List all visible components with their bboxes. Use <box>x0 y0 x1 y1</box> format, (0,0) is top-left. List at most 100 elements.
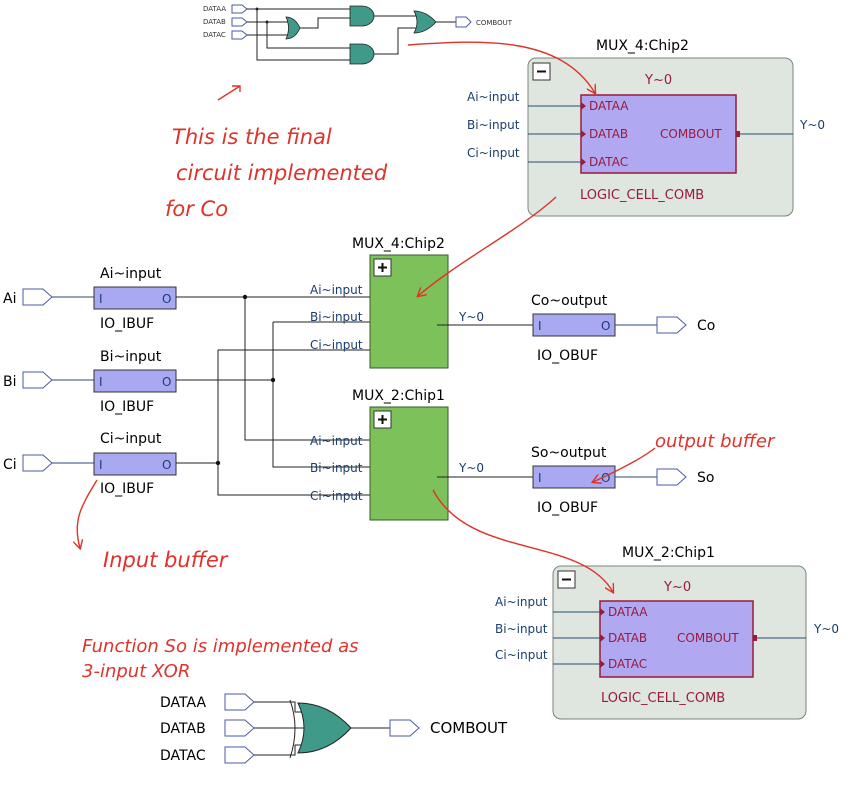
xor-in-datab-label: DATAB <box>160 721 206 737</box>
mux2-block[interactable]: MUX_2:Chip1 Ai~input Bi~input Ci~input Y… <box>310 388 533 521</box>
note-final-line2: circuit implemented <box>176 161 388 185</box>
top-or-gate-out-icon <box>413 10 437 34</box>
xor-port-dataa-icon <box>224 693 255 711</box>
mux4-out: Y~0 <box>458 310 484 324</box>
mux2-detail-in-ci: Ci~input <box>495 648 548 662</box>
mux4-pin-combout: COMBOUT <box>660 127 722 141</box>
buffer-ai-out-pin: O <box>162 292 171 306</box>
arrow-to-mux4-block <box>418 196 557 296</box>
mux2-cell-type: LOGIC_CELL_COMB <box>601 691 725 706</box>
port-ci-label: Ci <box>3 457 17 473</box>
mux4-detail-title: MUX_4:Chip2 <box>596 38 689 54</box>
top-port-combout-icon <box>455 16 472 28</box>
mux4-in-ci: Ci~input <box>310 338 363 352</box>
buffer-bi-name: Bi~input <box>100 349 162 365</box>
top-or-gate-icon <box>285 16 301 40</box>
output-co-group: Co~output I O IO_OBUF Co <box>531 293 715 364</box>
top-in-dataa-label: DATAA <box>203 5 226 13</box>
xor-in-dataa-label: DATAA <box>160 695 206 711</box>
mux4-detail-in-ci: Ci~input <box>467 146 520 160</box>
buffer-ci[interactable] <box>93 452 177 476</box>
buffer-co-in-pin: I <box>538 319 542 333</box>
mux2-pin-datab: DATAB <box>608 631 647 645</box>
note-function-so-line1: Function So is implemented as <box>82 636 359 657</box>
mux2-detail-panel[interactable]: MUX_2:Chip1 Y~0 DATAA DATAB DATAC COMBOU… <box>495 545 839 720</box>
mux2-detail-in-bi: Bi~input <box>495 622 548 636</box>
buffer-ci-out-pin: O <box>162 458 171 472</box>
xor-port-datab-icon <box>224 719 255 737</box>
top-in-datab-label: DATAB <box>203 18 226 26</box>
mux2-in-bi: Bi~input <box>310 461 363 475</box>
arrow-to-mux4-cell <box>407 41 595 93</box>
mux4-detail-panel[interactable]: MUX_4:Chip2 Y~0 DATAA DATAB DATAC COMBOU… <box>467 38 825 217</box>
top-in-datac-label: DATAC <box>203 31 226 39</box>
mux4-pin-dataa: DATAA <box>589 99 629 113</box>
port-ai-label: Ai <box>3 291 16 307</box>
mux4-block-title: MUX_4:Chip2 <box>352 236 445 252</box>
mux2-cell-title: Y~0 <box>663 580 691 595</box>
mux4-cell-type: LOGIC_CELL_COMB <box>580 188 704 203</box>
buffer-bi-out-pin: O <box>162 375 171 389</box>
xor-port-datac-icon <box>224 746 255 764</box>
mux4-block[interactable]: MUX_4:Chip2 Ai~input Bi~input Ci~input Y… <box>310 236 533 369</box>
port-co-icon[interactable] <box>656 316 687 334</box>
mux4-detail-out: Y~0 <box>799 118 825 132</box>
mux4-pin-datab: DATAB <box>589 127 628 141</box>
output-so-group: So~output I O IO_OBUF So <box>531 445 714 516</box>
xor-out-combout-label: COMBOUT <box>430 719 508 737</box>
buffer-ci-type: IO_IBUF <box>100 481 154 497</box>
port-bi-label: Bi <box>3 374 17 390</box>
mux2-block-title: MUX_2:Chip1 <box>352 388 445 404</box>
buffer-so-in-pin: I <box>538 471 542 485</box>
port-so-icon[interactable] <box>656 468 687 486</box>
buffer-bi[interactable] <box>93 369 177 393</box>
top-port-dataa-icon <box>231 4 248 14</box>
xor-port-combout-icon <box>389 719 420 737</box>
arrow-from-ci-buffer <box>77 479 98 548</box>
mux2-logic-cell[interactable] <box>599 600 754 678</box>
buffer-co-out-pin: O <box>601 319 610 333</box>
buffer-ci-in-pin: I <box>99 458 103 472</box>
top-out-combout-label: COMBOUT <box>476 19 513 27</box>
small-arrow-icon <box>217 85 241 101</box>
buffer-ai[interactable] <box>93 286 177 310</box>
port-bi-icon[interactable] <box>22 371 53 389</box>
arrow-to-so-buffer <box>593 447 656 482</box>
routing-wires <box>176 294 370 496</box>
top-and-gate-2-icon <box>349 43 375 65</box>
mux2-pin-dataa: DATAA <box>608 605 648 619</box>
mux4-in-ai: Ai~input <box>310 283 363 297</box>
note-input-buffer: Input buffer <box>103 548 229 572</box>
mux2-detail-in-ai: Ai~input <box>495 595 548 609</box>
top-port-datac-icon <box>231 30 248 40</box>
note-output-buffer: output buffer <box>655 431 776 452</box>
mux4-detail-in-ai: Ai~input <box>467 90 520 104</box>
note-function-so-line2: 3-input XOR <box>82 661 190 682</box>
top-and-gate-1-icon <box>349 5 375 27</box>
buffer-co-name: Co~output <box>531 293 608 309</box>
port-ai-icon[interactable] <box>22 288 53 306</box>
input-ci-group: Ci Ci~input I O IO_IBUF <box>3 431 177 497</box>
mux2-out: Y~0 <box>458 461 484 475</box>
buffer-ai-name: Ai~input <box>100 266 162 282</box>
buffer-bi-type: IO_IBUF <box>100 399 154 415</box>
mux2-pin-datac: DATAC <box>608 657 647 671</box>
xor-gate-icon <box>297 702 352 754</box>
mux2-detail-out: Y~0 <box>813 622 839 636</box>
mux4-pin-datac: DATAC <box>589 155 628 169</box>
note-final-line1: This is the final <box>172 125 332 149</box>
top-schematic: DATAA DATAB DATAC COMBOUT <box>203 4 513 65</box>
mux4-cell-title: Y~0 <box>644 73 672 88</box>
top-port-datab-icon <box>231 17 248 27</box>
port-co-label: Co <box>697 318 715 334</box>
arrow-to-mux2-cell <box>432 489 613 592</box>
mux2-pin-combout: COMBOUT <box>677 631 739 645</box>
mux4-logic-cell[interactable] <box>580 94 737 174</box>
buffer-so-name: So~output <box>531 445 607 461</box>
mux4-in-bi: Bi~input <box>310 310 363 324</box>
xor-schematic: DATAA DATAB DATAC COMBOUT <box>160 693 508 764</box>
buffer-so-type: IO_OBUF <box>537 500 598 516</box>
port-ci-icon[interactable] <box>22 454 53 472</box>
input-ai-group: Ai Ai~input I O IO_IBUF <box>3 266 177 332</box>
